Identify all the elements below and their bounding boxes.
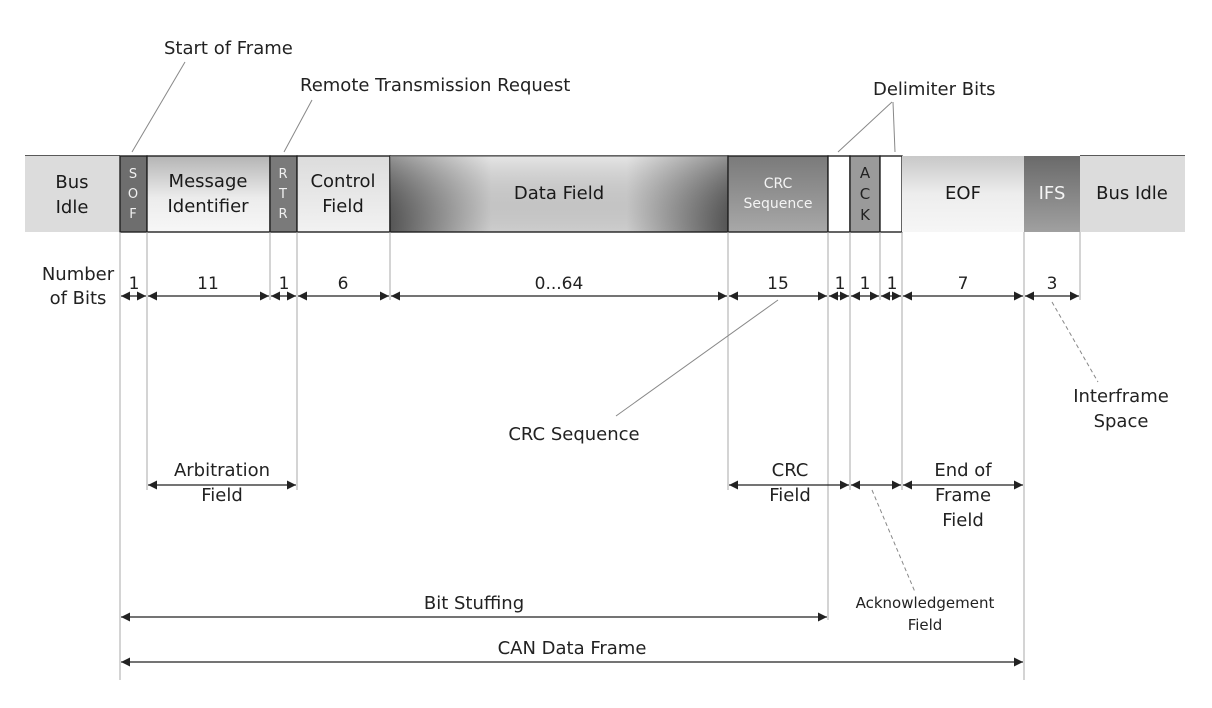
crc-sequence-cell-line1: CRC — [764, 176, 793, 192]
bits-crc: 15 — [767, 274, 789, 294]
can-data-frame-label: CAN Data Frame — [498, 638, 647, 659]
control-field-cell — [296, 155, 391, 233]
bits-eof: 7 — [958, 274, 969, 294]
bits-ifs: 3 — [1047, 274, 1058, 294]
bits-ack-delimiter: 1 — [887, 274, 898, 294]
bus-idle-right-cell — [1080, 156, 1185, 232]
rtr-char-1: R — [278, 167, 287, 182]
crc-delimiter-cell — [827, 155, 851, 233]
remote-transmission-request-label: Remote Transmission Request — [300, 75, 570, 96]
number-of-bits-line1: Number — [42, 264, 115, 285]
ack-delimiter-cell — [879, 155, 903, 233]
interframe-space-line1: Interframe — [1073, 386, 1169, 407]
message-identifier-line1: Message — [169, 171, 248, 192]
crc-sequence-cell — [727, 155, 829, 233]
control-field-line1: Control — [310, 171, 375, 192]
delimiter-bits-label: Delimiter Bits — [873, 79, 996, 100]
arbitration-field-line1: Arbitration — [174, 460, 270, 481]
bits-identifier: 11 — [197, 274, 219, 294]
bit-stuffing-label: Bit Stuffing — [424, 593, 524, 614]
crc-sequence-leader — [615, 299, 779, 417]
boundary-guides — [119, 232, 1081, 680]
frame-cells — [25, 155, 1185, 233]
ack-char-2: C — [860, 185, 870, 203]
crc-field-line2: Field — [769, 485, 811, 506]
bits-ack: 1 — [860, 274, 871, 294]
delimiter-leader-crc — [837, 101, 893, 153]
crc-field-line1: CRC — [772, 460, 809, 481]
data-field-shade — [390, 156, 728, 232]
bus-idle-left-line1: Bus — [55, 172, 88, 193]
message-identifier-line2: Identifier — [167, 196, 249, 217]
end-of-frame-line3: Field — [942, 510, 984, 531]
acknowledgement-leader — [871, 489, 916, 593]
start-of-frame-label: Start of Frame — [164, 38, 293, 59]
bits-sof: 1 — [129, 274, 140, 294]
rtr-char-3: R — [278, 207, 287, 222]
acknowledgement-line1: Acknowledgement — [856, 594, 995, 612]
control-field-line2: Field — [322, 196, 364, 217]
ack-char-1: A — [860, 164, 871, 182]
data-field-label: Data Field — [514, 183, 604, 204]
bus-idle-left-cell — [25, 156, 120, 232]
delimiter-leader-ack — [892, 101, 896, 153]
bits-crc-delimiter: 1 — [835, 274, 846, 294]
ifs-label: IFS — [1039, 183, 1066, 204]
number-of-bits-line2: of Bits — [50, 288, 107, 309]
crc-sequence-cell-line2: Sequence — [743, 196, 812, 212]
start-of-frame-leader — [131, 61, 186, 153]
bus-idle-left-line2: Idle — [56, 197, 89, 218]
bits-data: 0...64 — [535, 274, 584, 294]
sof-char-2: O — [128, 187, 138, 202]
bits-rtr: 1 — [279, 274, 290, 294]
interframe-space-leader — [1051, 301, 1099, 383]
rtr-leader — [283, 99, 313, 153]
message-identifier-cell — [146, 155, 271, 233]
end-of-frame-line1: End of — [934, 460, 992, 481]
end-of-frame-line2: Frame — [935, 485, 991, 506]
bits-control: 6 — [338, 274, 349, 294]
eof-label: EOF — [945, 183, 981, 204]
rtr-char-2: T — [278, 187, 287, 202]
bus-idle-right-label: Bus Idle — [1096, 183, 1168, 204]
ack-char-3: K — [860, 206, 871, 224]
interframe-space-line2: Space — [1094, 411, 1149, 432]
ifs-cell — [1024, 156, 1080, 232]
sof-char-1: S — [129, 167, 137, 182]
crc-sequence-callout: CRC Sequence — [508, 424, 639, 445]
eof-cell — [902, 156, 1024, 232]
acknowledgement-line2: Field — [908, 616, 943, 634]
arbitration-field-line2: Field — [201, 485, 243, 506]
sof-char-3: F — [129, 207, 136, 222]
